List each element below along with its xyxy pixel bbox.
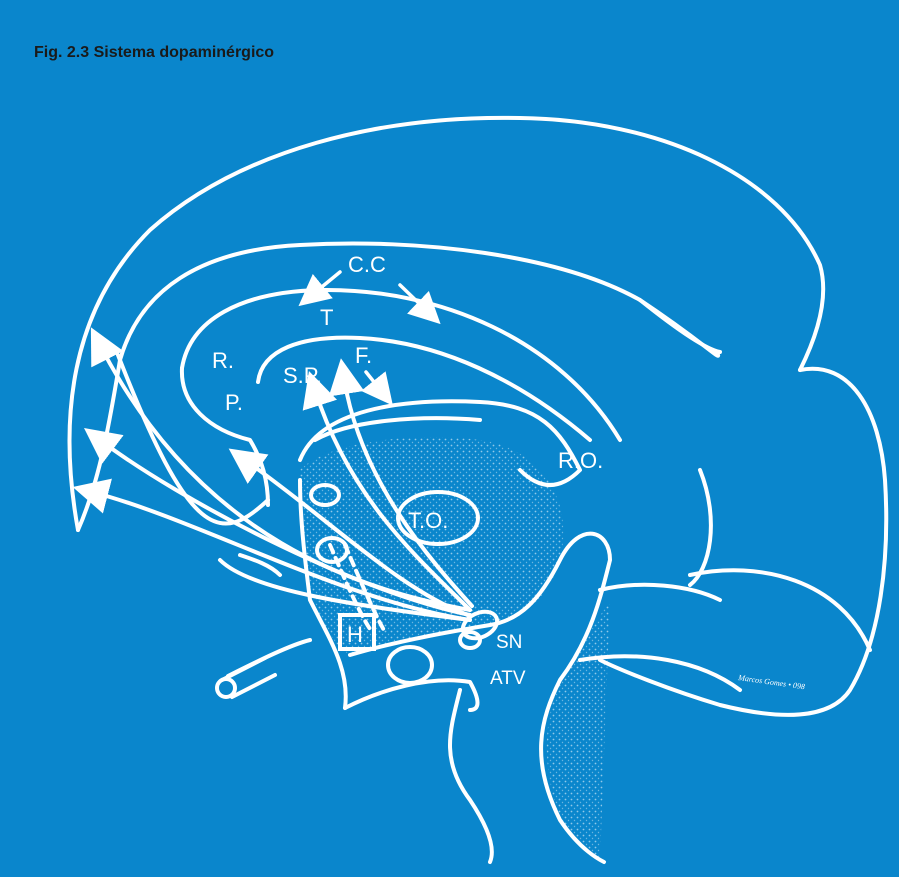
cerebellum-outline	[600, 369, 886, 715]
label-f: F.	[355, 343, 372, 368]
label-to: T.O.	[408, 508, 448, 533]
label-p: P.	[225, 390, 243, 415]
label-h: H	[347, 622, 363, 647]
label-atv: ATV	[490, 668, 526, 689]
label-r: R.	[212, 348, 234, 373]
cerebellum-inner	[690, 570, 870, 650]
artist-signature: Marcos Gomes • 098	[737, 673, 806, 691]
label-ro: R.O.	[558, 448, 603, 473]
f-arrow	[366, 372, 382, 392]
cerebellum-fold	[690, 470, 711, 585]
label-sn: SN	[496, 632, 522, 653]
mammillary-body	[388, 647, 432, 683]
corpus-callosum-inner	[182, 368, 268, 505]
pituitary-end	[217, 679, 235, 697]
label-sp: S.P.	[283, 363, 322, 388]
occipital-line	[600, 585, 720, 600]
label-t: T	[320, 305, 333, 330]
brainstem-front	[450, 690, 492, 862]
label-cc: C.C	[348, 252, 386, 277]
